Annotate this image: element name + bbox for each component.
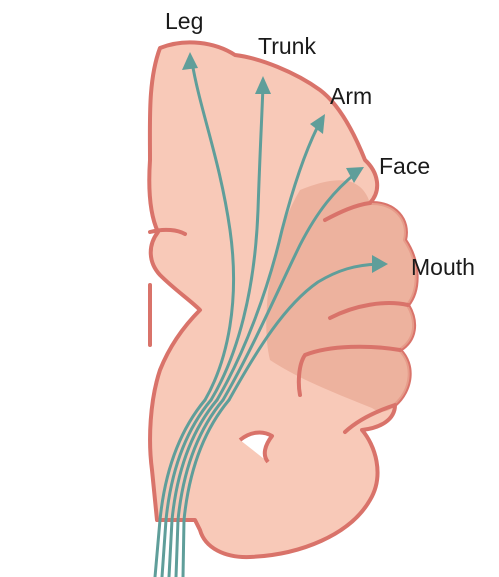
label-leg: Leg <box>165 10 203 33</box>
label-mouth: Mouth <box>411 256 475 279</box>
label-trunk: Trunk <box>258 35 316 58</box>
label-face: Face <box>379 155 430 178</box>
label-arm: Arm <box>330 85 372 108</box>
